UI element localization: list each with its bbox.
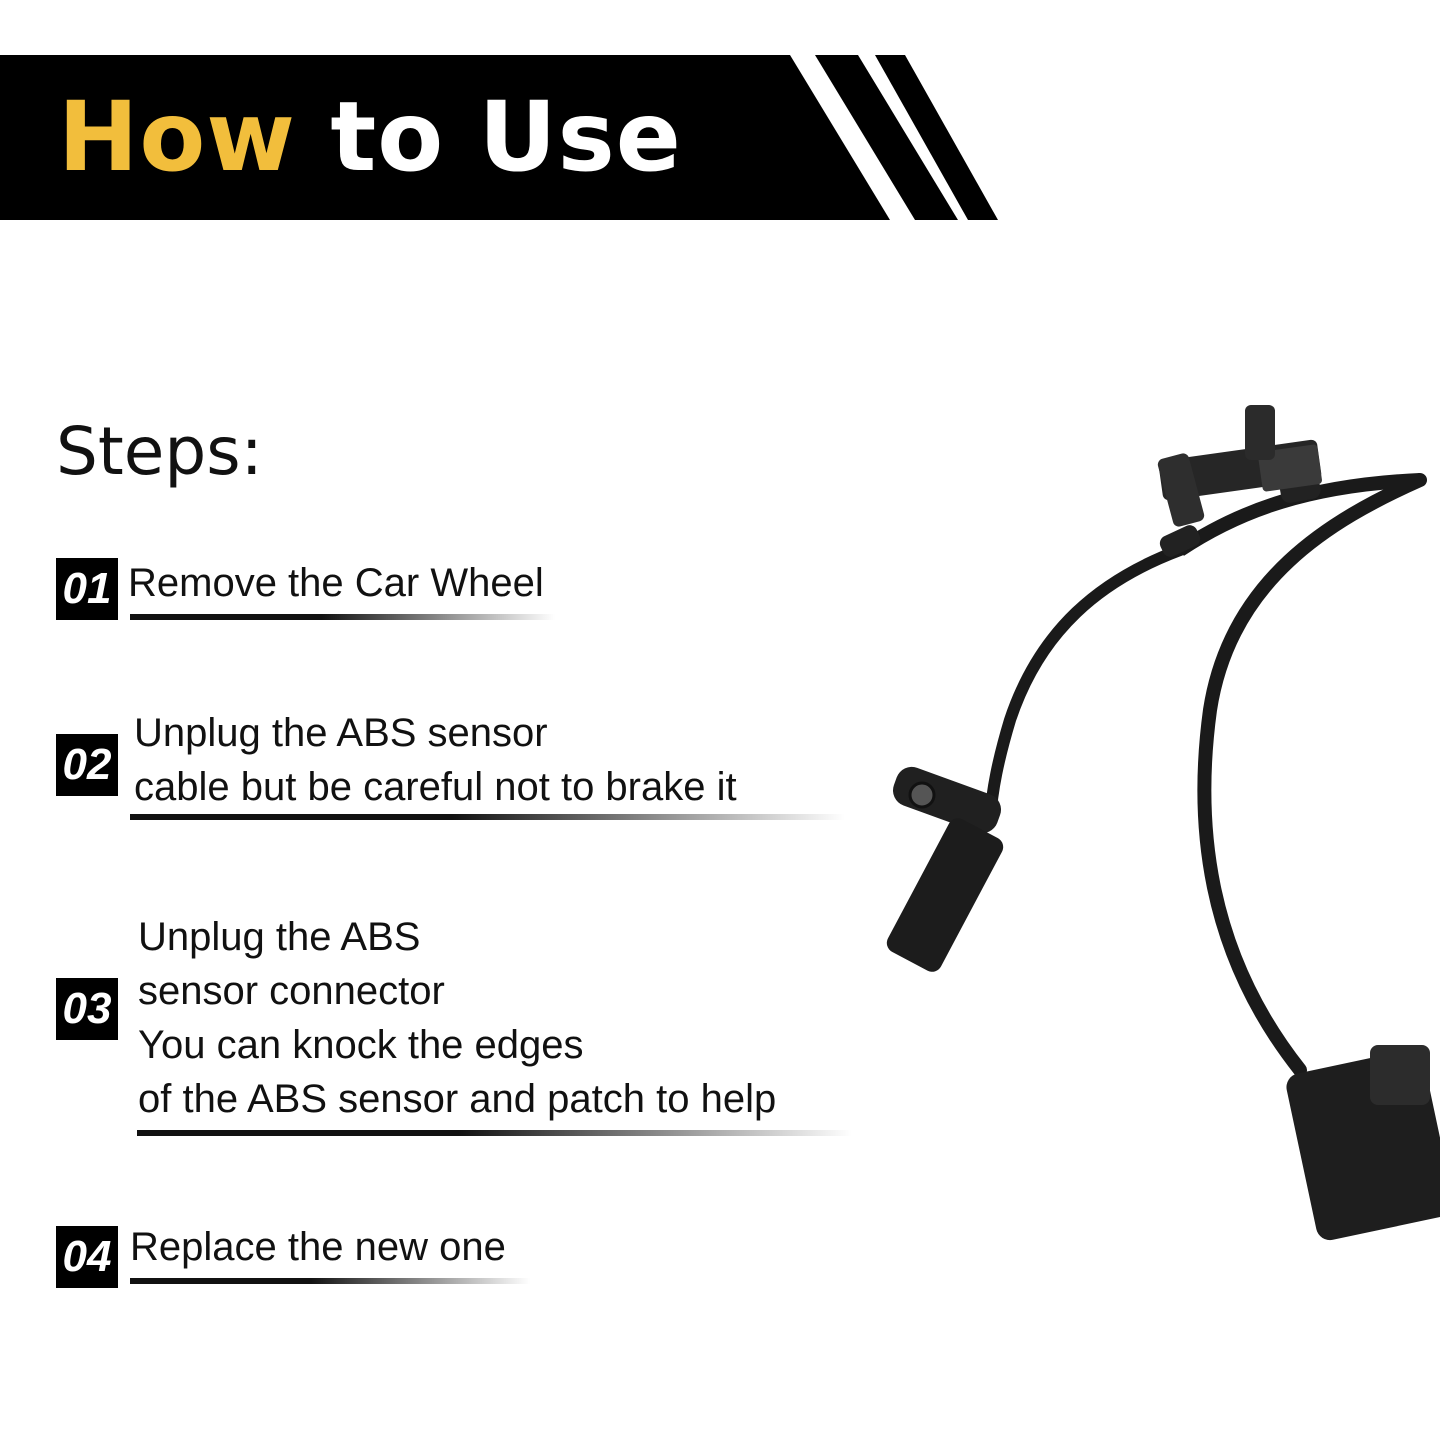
step-line: Unplug the ABS <box>138 915 421 959</box>
sensor-flange <box>892 766 1002 834</box>
connector-latch <box>1370 1045 1430 1105</box>
step-underline <box>130 814 845 820</box>
banner-background <box>0 55 998 220</box>
step-number-badge: 02 <box>56 734 118 796</box>
step-line: sensor connector <box>138 969 445 1013</box>
page-title: How to Use <box>58 82 682 192</box>
step-underline <box>137 1130 852 1136</box>
sensor-body <box>886 818 1004 972</box>
step-line: Remove the Car Wheel <box>128 561 544 605</box>
banner-stripe-2 <box>875 55 998 220</box>
title-rest: to Use <box>330 81 682 193</box>
banner-black-band <box>0 55 890 220</box>
step-number-badge: 03 <box>56 978 118 1040</box>
step-line: Replace the new one <box>130 1225 506 1269</box>
sensor-cable-left <box>984 544 1186 826</box>
step-line: cable but be careful not to brake it <box>134 765 737 809</box>
step-line: You can knock the edges <box>138 1023 584 1067</box>
sensor-cable-right <box>1197 473 1427 1077</box>
bracket-screw <box>1245 405 1275 460</box>
step-number-badge: 04 <box>56 1226 118 1288</box>
abs-sensor-image <box>886 405 1440 1241</box>
step-underline <box>130 614 555 620</box>
step-text: Unplug the ABS sensor connector You can … <box>138 910 776 1126</box>
bracket-tab <box>1157 453 1205 527</box>
step-line: Unplug the ABS sensor <box>134 711 548 755</box>
sensor-cable-top <box>1176 473 1421 556</box>
banner-stripe-1 <box>815 55 958 220</box>
step-number-badge: 01 <box>56 558 118 620</box>
header-banner: How to Use <box>0 0 1000 230</box>
sensor-mount-hole <box>908 781 936 809</box>
step-text: Unplug the ABS sensor cable but be caref… <box>134 706 737 814</box>
steps-heading: Steps: <box>56 413 263 490</box>
step-text: Remove the Car Wheel <box>128 556 544 610</box>
step-underline <box>130 1278 530 1284</box>
title-highlight: How <box>58 81 296 193</box>
step-line: of the ABS sensor and patch to help <box>138 1077 777 1121</box>
cable-grommet <box>1159 525 1201 557</box>
step-text: Replace the new one <box>130 1220 506 1274</box>
